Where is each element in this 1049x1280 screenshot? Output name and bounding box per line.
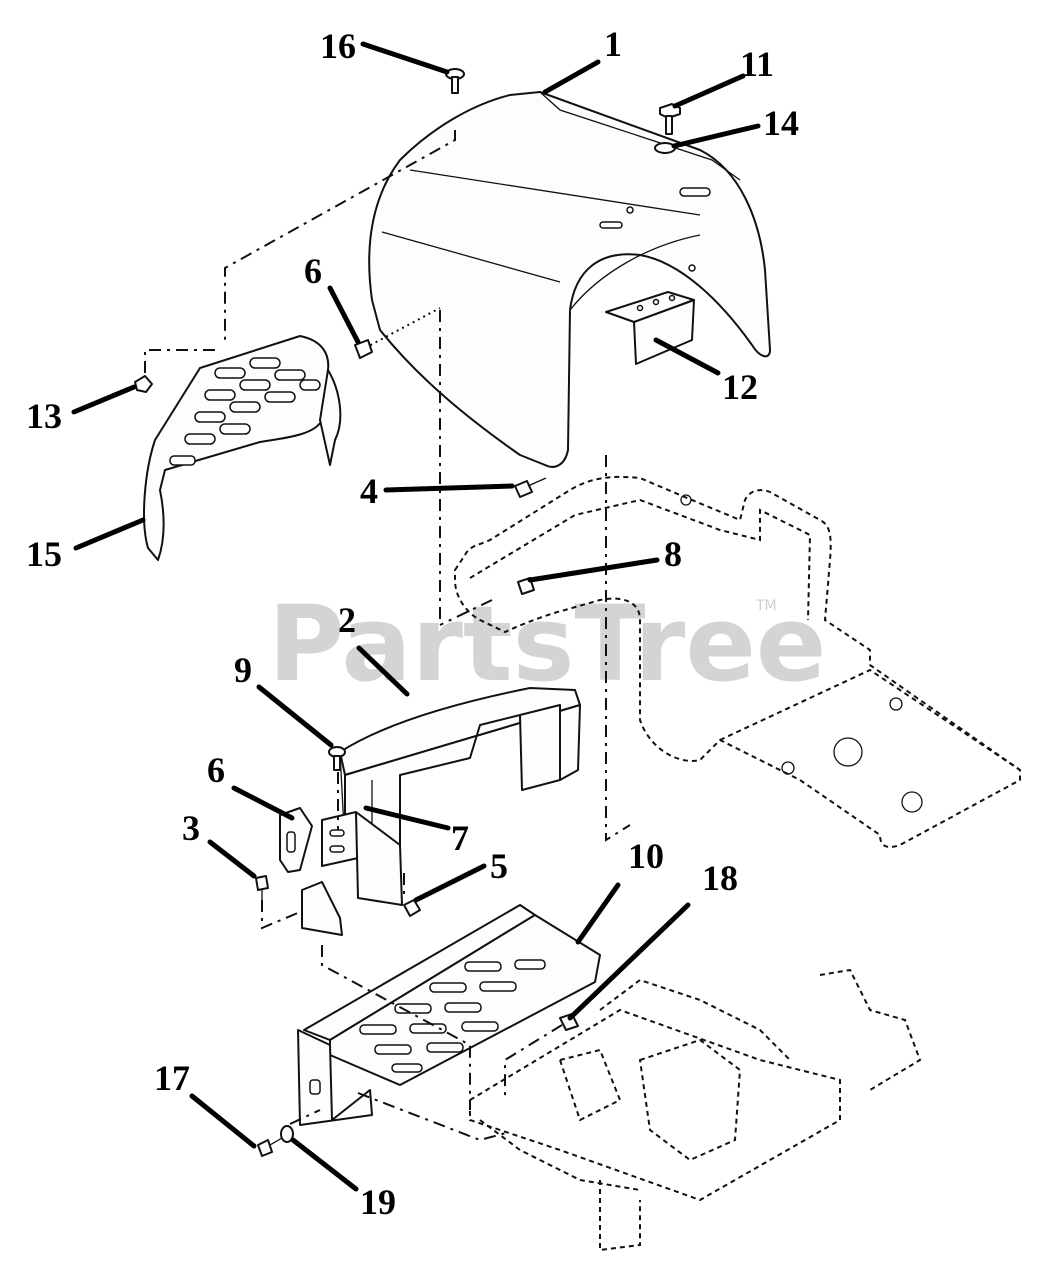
callout-16[interactable]: 16 (320, 26, 356, 66)
callout-19[interactable]: 19 (360, 1182, 396, 1222)
screw-3-icon (255, 875, 269, 904)
callout-11[interactable]: 11 (740, 44, 774, 84)
callout-6-bottom[interactable]: 6 (207, 750, 225, 790)
callout-13[interactable]: 13 (26, 396, 62, 436)
callout-18[interactable]: 18 (702, 858, 738, 898)
callout-10[interactable]: 10 (628, 836, 664, 876)
callout-5[interactable]: 5 (490, 846, 508, 886)
part-bracket-7[interactable] (301, 811, 403, 936)
part-platform-10[interactable] (297, 904, 601, 1126)
watermark: PartsTree TM (268, 583, 826, 705)
part-hood[interactable] (368, 91, 771, 468)
callout-labels: 16 1 11 14 6 12 13 4 15 8 2 9 6 7 3 5 10… (26, 24, 799, 1222)
callout-14[interactable]: 14 (763, 103, 799, 143)
callout-17[interactable]: 17 (154, 1058, 190, 1098)
callout-12[interactable]: 12 (722, 367, 758, 407)
part-cover-2[interactable] (330, 687, 581, 900)
clip-6a-icon (354, 339, 373, 359)
callout-8[interactable]: 8 (664, 534, 682, 574)
callout-15[interactable]: 15 (26, 534, 62, 574)
screw-4-icon (514, 477, 547, 498)
bolt-9-icon (328, 746, 346, 771)
nut-13-icon (134, 375, 153, 393)
washer-19-icon (280, 1125, 294, 1143)
assembly-lines (144, 130, 631, 1142)
part-shield-15[interactable] (143, 335, 342, 561)
callout-6-top[interactable]: 6 (304, 251, 322, 291)
part-clip-6b[interactable] (279, 807, 313, 873)
callout-3[interactable]: 3 (182, 808, 200, 848)
leader-lines (71, 41, 761, 1192)
nut-5-icon (403, 899, 421, 917)
bolt-17-icon (257, 1137, 283, 1157)
watermark-trademark: TM (755, 598, 777, 614)
callout-4[interactable]: 4 (360, 471, 378, 511)
part-bracket-12[interactable] (605, 291, 695, 365)
part-frame (454, 475, 1021, 848)
callout-2[interactable]: 2 (338, 600, 356, 640)
bolt-11-icon (659, 103, 681, 135)
callout-1[interactable]: 1 (604, 24, 622, 64)
callout-9[interactable]: 9 (234, 650, 252, 690)
watermark-text: PartsTree (268, 583, 826, 705)
bolt-16-icon (445, 68, 465, 94)
callout-7[interactable]: 7 (451, 818, 469, 858)
part-chassis (469, 968, 922, 1252)
